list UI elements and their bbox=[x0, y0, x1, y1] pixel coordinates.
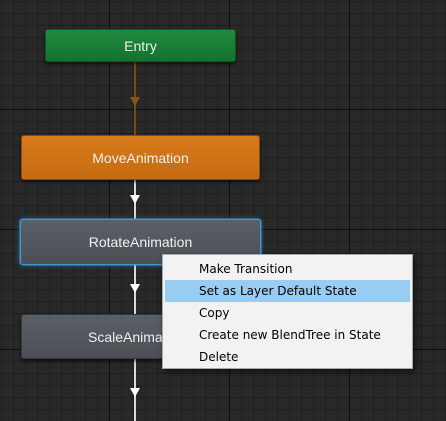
menu-item-copy[interactable]: Copy bbox=[199, 306, 230, 320]
state-node-move-animation[interactable]: MoveAnimation bbox=[21, 135, 260, 180]
state-node-entry[interactable]: Entry bbox=[45, 29, 236, 62]
state-node-label: MoveAnimation bbox=[92, 149, 189, 166]
state-node-label: RotateAnimation bbox=[88, 234, 193, 250]
state-node-label: Entry bbox=[124, 37, 157, 54]
menu-item-create-blendtree[interactable]: Create new BlendTree in State bbox=[199, 328, 381, 342]
state-node-label: ScaleAnimation bbox=[88, 328, 186, 345]
transition-arrow-icon bbox=[130, 388, 140, 397]
context-menu: Make Transition Set as Layer Default Sta… bbox=[162, 254, 413, 369]
transition-arrow-icon bbox=[130, 97, 140, 106]
menu-item-make-transition[interactable]: Make Transition bbox=[199, 262, 293, 276]
menu-item-set-layer-default-state[interactable]: Set as Layer Default State bbox=[165, 280, 410, 302]
menu-item-delete[interactable]: Delete bbox=[199, 350, 239, 364]
transition-arrow-icon bbox=[130, 284, 140, 293]
transition-arrow-icon bbox=[130, 195, 140, 204]
